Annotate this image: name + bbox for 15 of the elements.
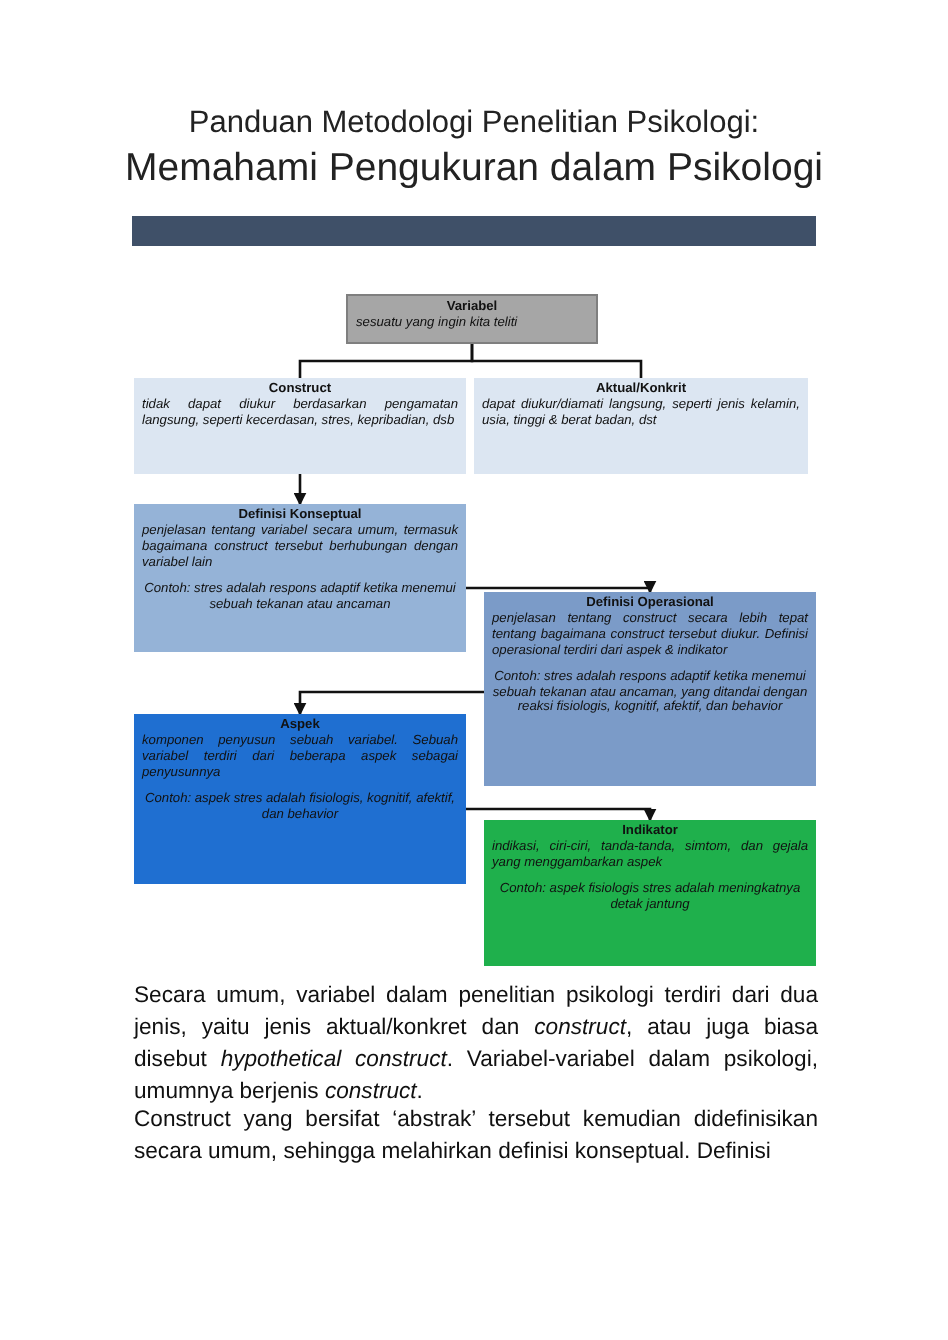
process-box: [484, 592, 816, 786]
arrow: [466, 580, 657, 594]
process-box: [346, 294, 598, 344]
process-box: [474, 378, 808, 474]
process-box: [134, 714, 466, 884]
process-box: [484, 820, 816, 966]
paragraph: Construct yang bersifat ‘abstrak’ tersebut kemudian didefinisikan secara umum, sehingga melahirkan definisi konseptual. Definisi: [134, 1106, 818, 1169]
arrow: [466, 807, 657, 822]
connector-line: [470, 344, 643, 378]
arrow: [293, 474, 307, 506]
title: Panduan Metodologi Penelitian Psikologi: Memahami Pengukuran dalam Psikologi: [122, 104, 825, 195]
process-box: [134, 378, 466, 474]
process-box: [134, 504, 466, 652]
paragraph: Secara umum, variabel dalam penelitian psikologi terdiri dari dua jenis, yaitu jenis aktual/konkret dan construct, atau juga biasa disebut hypothetical construct. Variabel-variabel dalam psikologi, umumnya berjenis construct.: [134, 982, 818, 1109]
arrow: [293, 690, 484, 716]
